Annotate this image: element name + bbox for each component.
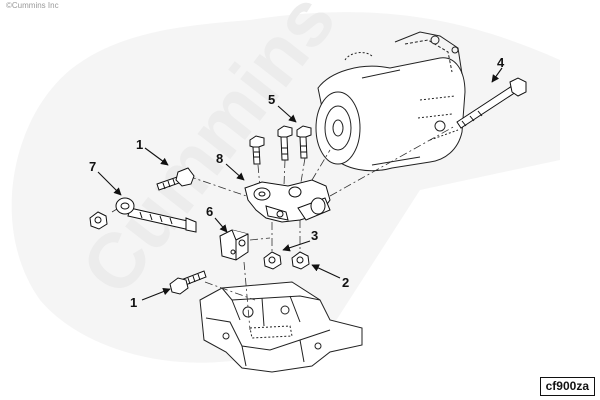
leader-arrows [97,67,503,301]
adjusting-arm [115,197,197,233]
callout-7: 7 [89,159,97,174]
engine-block [199,281,363,373]
callout-4: 4 [497,55,505,70]
callout-3: 3 [311,228,319,243]
callout-1-lower: 1 [130,295,138,310]
compressor [315,31,466,172]
bolt-long-4 [456,77,527,129]
mounting-bracket [244,179,331,223]
figure-id-label: cf900za [539,377,595,396]
spacer-block [219,229,249,261]
callout-8: 8 [216,151,224,166]
callout-2: 2 [342,275,350,290]
copyright-notice: ©Cummins Inc [6,1,59,10]
bolt-upper-1 [156,167,195,191]
nut-2 [291,251,310,270]
nut-3 [263,251,282,270]
bolts-5 [249,125,312,165]
callout-1-upper: 1 [136,137,144,152]
nut-left [89,211,108,230]
bolt-lower-1 [169,270,207,295]
callout-6: 6 [206,204,214,219]
callout-5: 5 [268,92,276,107]
